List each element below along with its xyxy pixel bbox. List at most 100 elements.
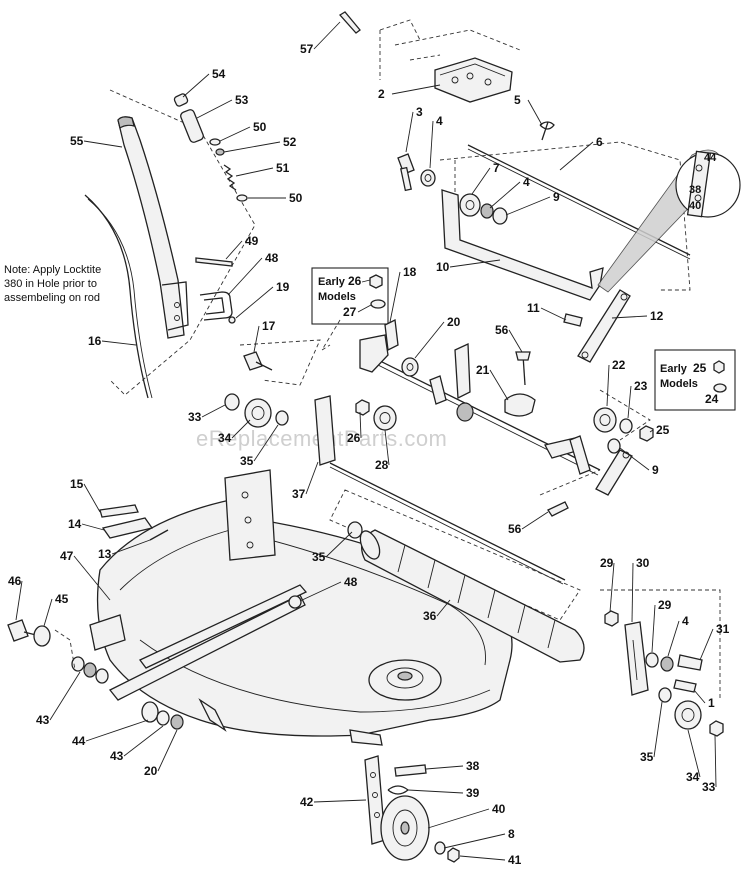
leader-c51 [235, 167, 274, 177]
washer-35b [347, 521, 363, 539]
spring-51 [223, 164, 237, 191]
leader-c8 [443, 833, 506, 849]
callout-c4c: 4 [682, 614, 689, 628]
leader-c44 [85, 719, 149, 742]
callout-c17: 17 [262, 319, 276, 333]
callout-c18: 18 [403, 265, 417, 279]
bolt-17 [243, 351, 263, 371]
leader-c10 [449, 259, 501, 268]
leader-c11 [540, 307, 567, 321]
callout-c25: 25 [656, 423, 670, 437]
callout-c43b: 43 [110, 749, 124, 763]
leader-c35b [325, 531, 353, 558]
leader-c50a [219, 126, 251, 142]
washer-4a [420, 169, 436, 187]
nut-33a [224, 393, 240, 411]
leader-c15 [83, 483, 101, 513]
leader-c43b [123, 725, 164, 757]
callout-c28: 28 [375, 458, 389, 472]
bearing-28 [373, 405, 397, 431]
callout-c16: 16 [88, 334, 102, 348]
leader-c23 [627, 385, 632, 419]
link-12 [577, 289, 631, 363]
u-bracket-48a [199, 291, 233, 321]
detail-label-38: 38 [689, 184, 701, 196]
callout-c5: 5 [514, 93, 521, 107]
nut-26 [355, 399, 370, 416]
early-models-box-left-line2: Models [318, 291, 356, 303]
leader-c33b [714, 734, 717, 788]
leader-c55 [83, 140, 123, 148]
leader-c12 [611, 315, 648, 319]
callout-c57: 57 [300, 42, 314, 56]
callout-c20a: 20 [447, 315, 461, 329]
right-side-parts [600, 589, 724, 737]
leader-c20a [414, 321, 445, 359]
washer-4c [660, 656, 674, 672]
callout-c37: 37 [292, 487, 306, 501]
callout-c14: 14 [68, 517, 82, 531]
callout-c26: 26 [347, 431, 361, 445]
callout-c33b: 33 [702, 780, 716, 794]
callout-c56b: 56 [508, 522, 522, 536]
spacer-45 [33, 625, 51, 647]
rod-37 [329, 462, 566, 581]
link-right [595, 449, 633, 496]
bushing-20a [401, 357, 419, 377]
rear-bracket-group: 44 38 40 [397, 121, 741, 363]
link-47 [108, 594, 306, 701]
leader-c21 [489, 369, 509, 401]
latch-rod [84, 194, 149, 399]
leader-c9a [505, 196, 551, 216]
leader-c18 [389, 271, 401, 323]
callout-c44: 44 [72, 734, 86, 748]
callout-c40: 40 [492, 802, 506, 816]
callout-c10: 10 [436, 260, 450, 274]
note-line-3: assembeling on rod [4, 292, 100, 304]
callout-c50b: 50 [289, 191, 303, 205]
leader-c39 [407, 789, 464, 794]
leader-c57 [313, 21, 341, 50]
leader-c14 [81, 523, 105, 531]
washer-4b [480, 203, 494, 219]
leader-c30 [631, 562, 634, 623]
callout-c39: 39 [466, 786, 480, 800]
callout-c9b: 9 [652, 463, 659, 477]
early-models-box-left-line1: Early [318, 276, 346, 288]
leader-c19 [235, 286, 274, 319]
callout-c34a: 34 [218, 431, 232, 445]
callout-c38: 38 [466, 759, 480, 773]
callout-c53: 53 [235, 93, 249, 107]
handle-grip [117, 116, 135, 129]
callout-c47: 47 [60, 549, 74, 563]
leader-c5 [527, 99, 543, 126]
lift-shaft-group [224, 319, 654, 585]
callout-c54: 54 [212, 67, 226, 81]
callout-c42: 42 [300, 795, 314, 809]
note-line-2: 380 in Hole prior to [4, 278, 97, 290]
mount-bracket-group [338, 11, 521, 103]
leader-c46 [15, 580, 23, 621]
callout-c8: 8 [508, 827, 515, 841]
nut-29b [645, 652, 659, 668]
washer-50b [236, 194, 248, 202]
washer-23 [619, 418, 633, 434]
leader-c28 [384, 429, 390, 466]
knob-54 [173, 93, 189, 107]
leader-c3 [405, 111, 414, 153]
callout-c43a: 43 [36, 713, 50, 727]
early-models-box-right-line2: Models [660, 378, 698, 390]
bolt-31 [677, 654, 703, 671]
washer-8 [434, 841, 446, 855]
early-models-box-right-part-24: 24 [705, 392, 719, 406]
leader-c34b [687, 729, 701, 778]
nut-33b [709, 720, 724, 737]
callout-c11: 11 [527, 301, 540, 315]
callout-c34b: 34 [686, 770, 700, 784]
bolt-56b [547, 501, 569, 517]
deck-shell [96, 499, 513, 737]
nut-20b [170, 714, 184, 730]
callout-c30: 30 [636, 556, 650, 570]
leader-c2 [391, 84, 441, 95]
callout-c41: 41 [508, 853, 522, 867]
